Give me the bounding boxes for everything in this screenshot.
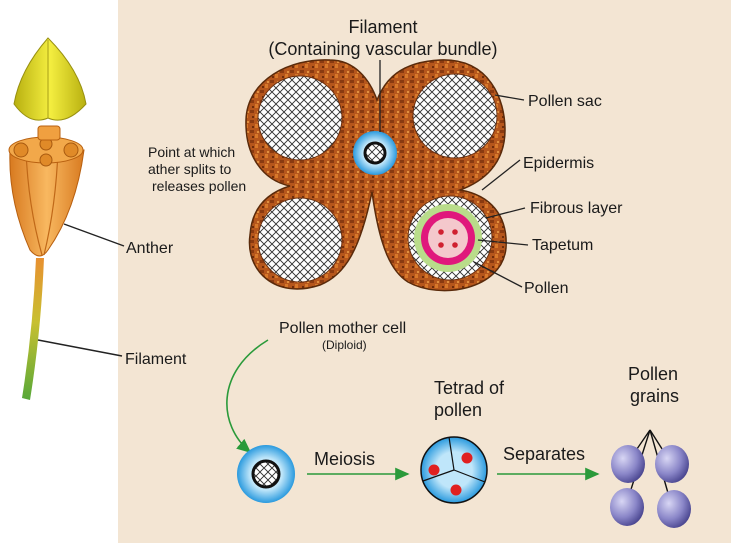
anther-cross-section	[245, 59, 507, 292]
tetrad-label-1: Tetrad of	[434, 378, 505, 398]
pollen-grains-label-1: Pollen	[628, 364, 678, 384]
pollen-grains	[610, 429, 691, 528]
fibrous-layer-label: Fibrous layer	[530, 200, 623, 217]
pollen-sac-top-left	[257, 75, 343, 161]
pollen-grain	[610, 488, 644, 526]
filament-pointer	[37, 339, 123, 357]
pmc-diploid-label: (Diploid)	[322, 338, 367, 352]
tapetum-pointer	[477, 239, 529, 246]
pollen-sac-top-right	[412, 73, 498, 159]
pollen-grain	[611, 445, 645, 483]
pollen-pointer	[473, 261, 523, 288]
tetrad	[420, 436, 488, 504]
tetrad-label-2: pollen	[434, 400, 482, 420]
pollen-sac-bottom-left	[257, 197, 343, 283]
split-point-label-2: ather splits to	[148, 161, 231, 177]
pollen-mother-cell-inner	[428, 218, 468, 258]
pollen-grain	[657, 490, 691, 528]
meiosis-label: Meiosis	[314, 449, 375, 469]
tapetum-label: Tapetum	[532, 237, 593, 254]
filament-subtitle: (Containing vascular bundle)	[268, 39, 497, 59]
stamen-cap	[13, 37, 87, 121]
pollen-grains-label-2: grains	[630, 386, 679, 406]
anther-label: Anther	[126, 240, 174, 257]
pollen-grain	[655, 445, 689, 483]
filament-title: Filament	[348, 17, 417, 37]
filament-side-label: Filament	[125, 351, 187, 368]
epidermis-label: Epidermis	[523, 155, 594, 172]
anther-pointer	[63, 223, 125, 247]
stamen-anther-body	[9, 149, 85, 257]
pmc-label: Pollen mother cell	[279, 320, 406, 337]
stamen-filament	[22, 258, 44, 400]
pollen-sac-label: Pollen sac	[528, 93, 602, 110]
split-point-label-1: Point at which	[148, 144, 235, 160]
split-point-label-3: releases pollen	[152, 178, 246, 194]
epidermis-pointer	[481, 159, 521, 191]
stamen-illustration	[8, 37, 87, 400]
pollen-label: Pollen	[524, 280, 568, 297]
pmc-curve-arrow	[226, 339, 269, 454]
fibrous-pointer	[485, 207, 526, 219]
pollen-sac-pointer	[494, 94, 525, 101]
separates-label: Separates	[503, 444, 585, 464]
